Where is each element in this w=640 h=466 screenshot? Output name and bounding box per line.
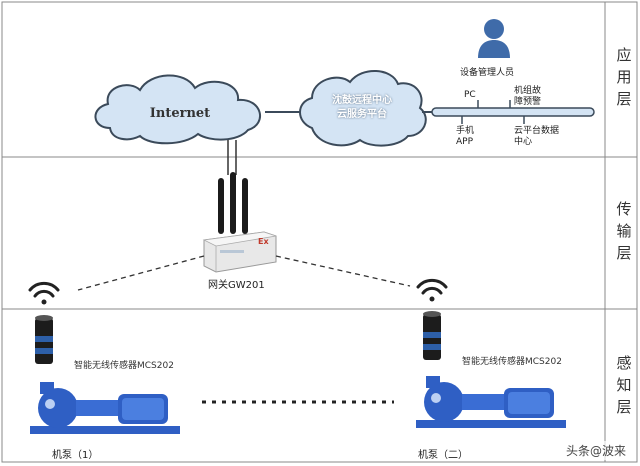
pump-icon-right — [416, 376, 566, 428]
layer-label-transport: 传 输 层 — [616, 200, 632, 262]
gateway-antenna-icon — [218, 172, 248, 234]
wireless-link-right — [275, 255, 411, 287]
client-bus — [431, 107, 595, 117]
wifi-icon-left — [28, 281, 60, 305]
wifi-icon-right — [416, 278, 448, 302]
sensor-label-right: 智能无线传感器MCS202 — [462, 357, 562, 367]
layer-label-perception: 感 知 层 — [616, 354, 632, 416]
layer-label-application: 应 用 层 — [616, 46, 632, 108]
internet-label: Internet — [149, 106, 211, 121]
sensor-label-left: 智能无线传感器MCS202 — [74, 361, 174, 371]
pump-label-left: 机泵（1） — [52, 450, 99, 461]
datacenter-label: 云平台数据 中心 — [514, 126, 560, 147]
admin-person-icon — [478, 19, 510, 58]
pc-label: PC — [464, 90, 476, 100]
mobile-app-label: 手机 APP — [456, 126, 475, 147]
pump-icon-left — [30, 382, 180, 434]
admin-label: 设备管理人员 — [460, 68, 515, 78]
sensor-icon-left — [35, 315, 53, 364]
gateway-box — [202, 231, 277, 273]
pump-label-right: 机泵（二） — [418, 450, 468, 461]
sensor-icon-right — [423, 311, 441, 360]
platform-cloud — [299, 69, 427, 147]
gateway-label: 网关GW201 — [208, 280, 265, 291]
internet-cloud — [94, 74, 261, 145]
watermark: 头条@波来 — [561, 441, 630, 460]
wireless-link-left — [77, 255, 205, 291]
platform-label: 沈鼓远程中心 云服务平台 — [332, 95, 392, 120]
alarm-label: 机组故 障预警 — [514, 86, 542, 107]
gateway-badge: Ex — [258, 237, 269, 246]
